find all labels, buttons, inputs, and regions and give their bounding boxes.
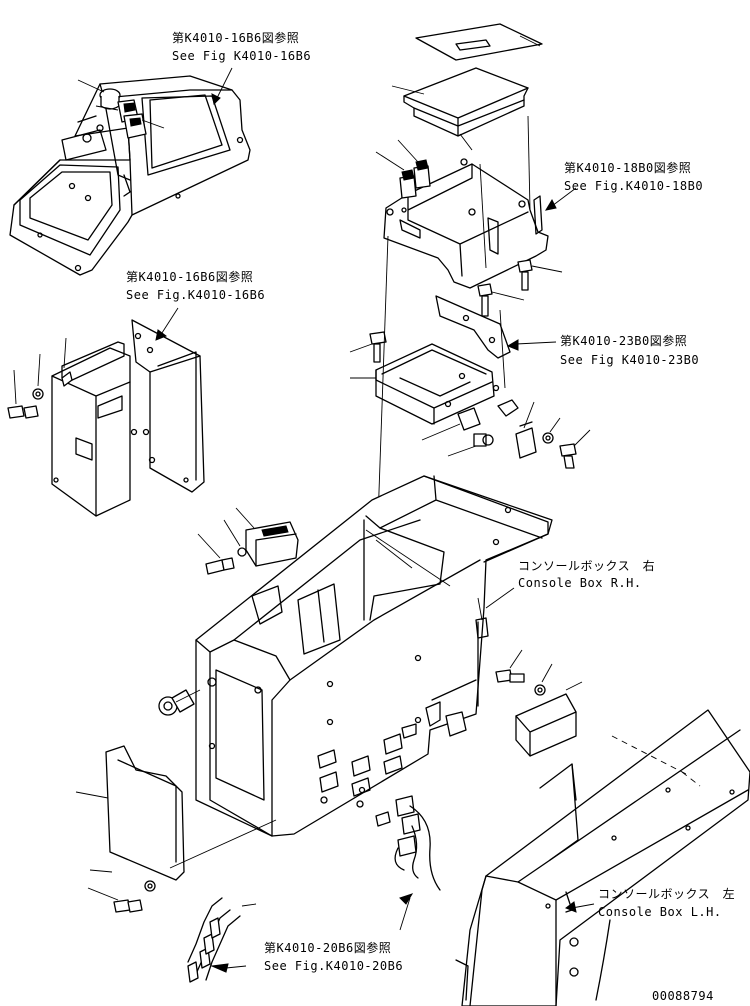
right-fasteners xyxy=(515,401,591,469)
console-right-bolt xyxy=(495,649,553,696)
bolt-upper-right xyxy=(517,259,563,291)
side-cover-bolt xyxy=(87,869,156,913)
mid-bracket-assembly xyxy=(375,295,519,425)
console-left-jp: コンソールボックス 左 xyxy=(598,886,735,901)
mid-bracket-ref-en: See Fig K4010-23B0 xyxy=(560,353,699,367)
bolt-mid-left xyxy=(349,331,387,379)
cab-panel-ref-jp: 第K4010-16B6図参照 xyxy=(172,30,299,45)
harness-ref-en: See Fig.K4010-20B6 xyxy=(264,959,403,973)
small-switch-parts xyxy=(421,407,494,457)
bolt-mid-right xyxy=(477,283,525,317)
side-cover-plate xyxy=(75,745,277,881)
fuses xyxy=(187,897,257,983)
console-right-jp: コンソールボックス 右 xyxy=(518,558,655,573)
controller-bolts xyxy=(7,337,67,419)
mid-bracket-ref-jp: 第K4010-23B0図参照 xyxy=(560,333,687,348)
console-left-en: Console Box L.H. xyxy=(598,905,722,919)
rear-cover xyxy=(515,681,583,757)
controller-ref-en: See Fig.K4010-16B6 xyxy=(126,288,265,302)
console-box-right xyxy=(195,475,553,837)
top-bracket-ref-en: See Fig.K4010-18B0 xyxy=(564,179,703,193)
top-bracket-ref-jp: 第K4010-18B0図参照 xyxy=(564,160,691,175)
wire-harness xyxy=(375,795,441,891)
controller-cover-plate xyxy=(131,319,205,493)
cigar-lighter xyxy=(158,689,201,716)
relay-box xyxy=(197,507,299,575)
top-cover-plate xyxy=(391,23,543,137)
cab-panel-ref-en: See Fig K4010-16B6 xyxy=(172,49,311,63)
console-right-en: Console Box R.H. xyxy=(518,576,642,590)
harness-ref-jp: 第K4010-20B6図参照 xyxy=(264,940,391,955)
controller-box xyxy=(51,341,138,517)
cab-panel-assembly xyxy=(9,75,251,276)
console-box-left xyxy=(455,709,750,1006)
controller-ref-jp: 第K4010-16B6図参照 xyxy=(126,269,253,284)
drawing-number: 00088794 xyxy=(652,989,714,1003)
upper-bracket-assembly xyxy=(383,158,549,289)
